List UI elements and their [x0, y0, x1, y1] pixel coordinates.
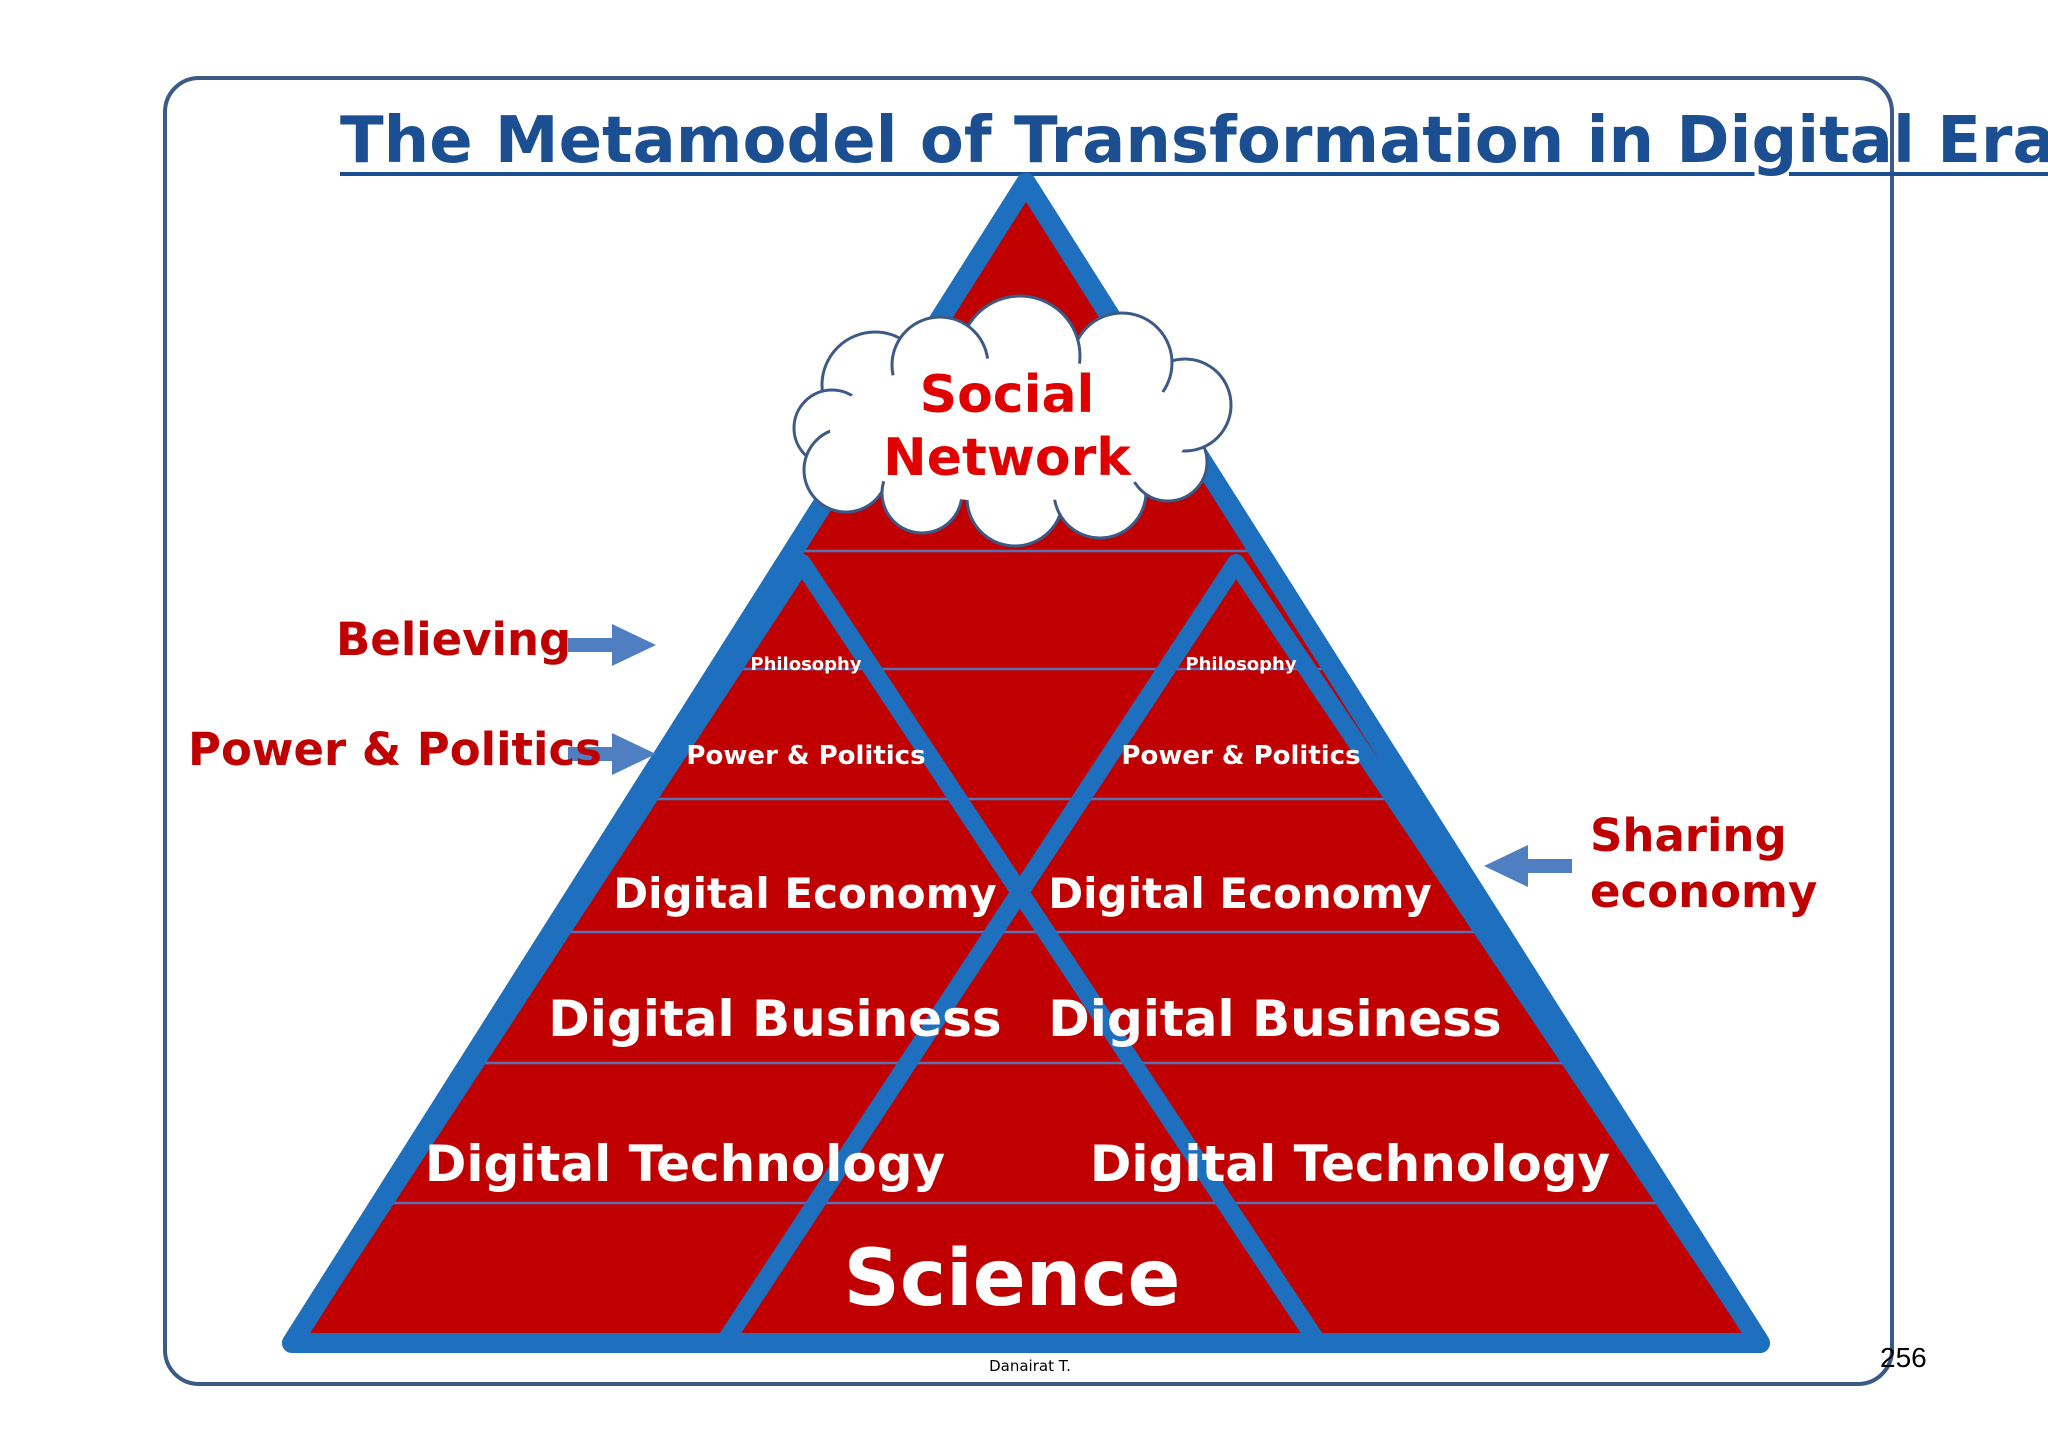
- right-power-politics-label: Power & Politics: [1121, 741, 1360, 771]
- left-power-politics-label: Power & Politics: [686, 741, 925, 771]
- believing-label: Believing: [336, 613, 572, 666]
- right-digital-business-label: Digital Business: [1048, 990, 1501, 1048]
- author-credit: Danairat T.: [989, 1357, 1071, 1375]
- left-digital-business-label: Digital Business: [548, 990, 1001, 1048]
- right-philosophy-label: Philosophy: [1185, 654, 1296, 675]
- sharing-economy-arrow-icon: [1484, 845, 1572, 887]
- sharing-economy-label-line-1: Sharing: [1590, 809, 1787, 862]
- science-label: Science: [844, 1234, 1181, 1324]
- right-digital-economy-label: Digital Economy: [1048, 869, 1432, 918]
- right-digital-technology-label: Digital Technology: [1090, 1135, 1610, 1193]
- power-politics-side-label: Power & Politics: [188, 723, 602, 776]
- cloud-label-line-2: Network: [883, 428, 1132, 488]
- page-number: 256: [1880, 1342, 1927, 1373]
- left-digital-technology-label: Digital Technology: [425, 1135, 945, 1193]
- power-politics-arrow-icon: [568, 733, 656, 775]
- social-network-cloud: [792, 294, 1233, 548]
- sharing-economy-label-line-2: economy: [1590, 865, 1818, 919]
- believing-arrow-icon: [568, 624, 656, 666]
- left-philosophy-label: Philosophy: [750, 654, 861, 675]
- right-inner-pyramid: [715, 554, 1760, 1343]
- sharing-economy-label: Sharing economy: [1590, 808, 1817, 921]
- left-digital-economy-label: Digital Economy: [613, 869, 997, 918]
- slide-frame: [163, 76, 1894, 1386]
- cloud-label-line-1: Social: [920, 365, 1095, 425]
